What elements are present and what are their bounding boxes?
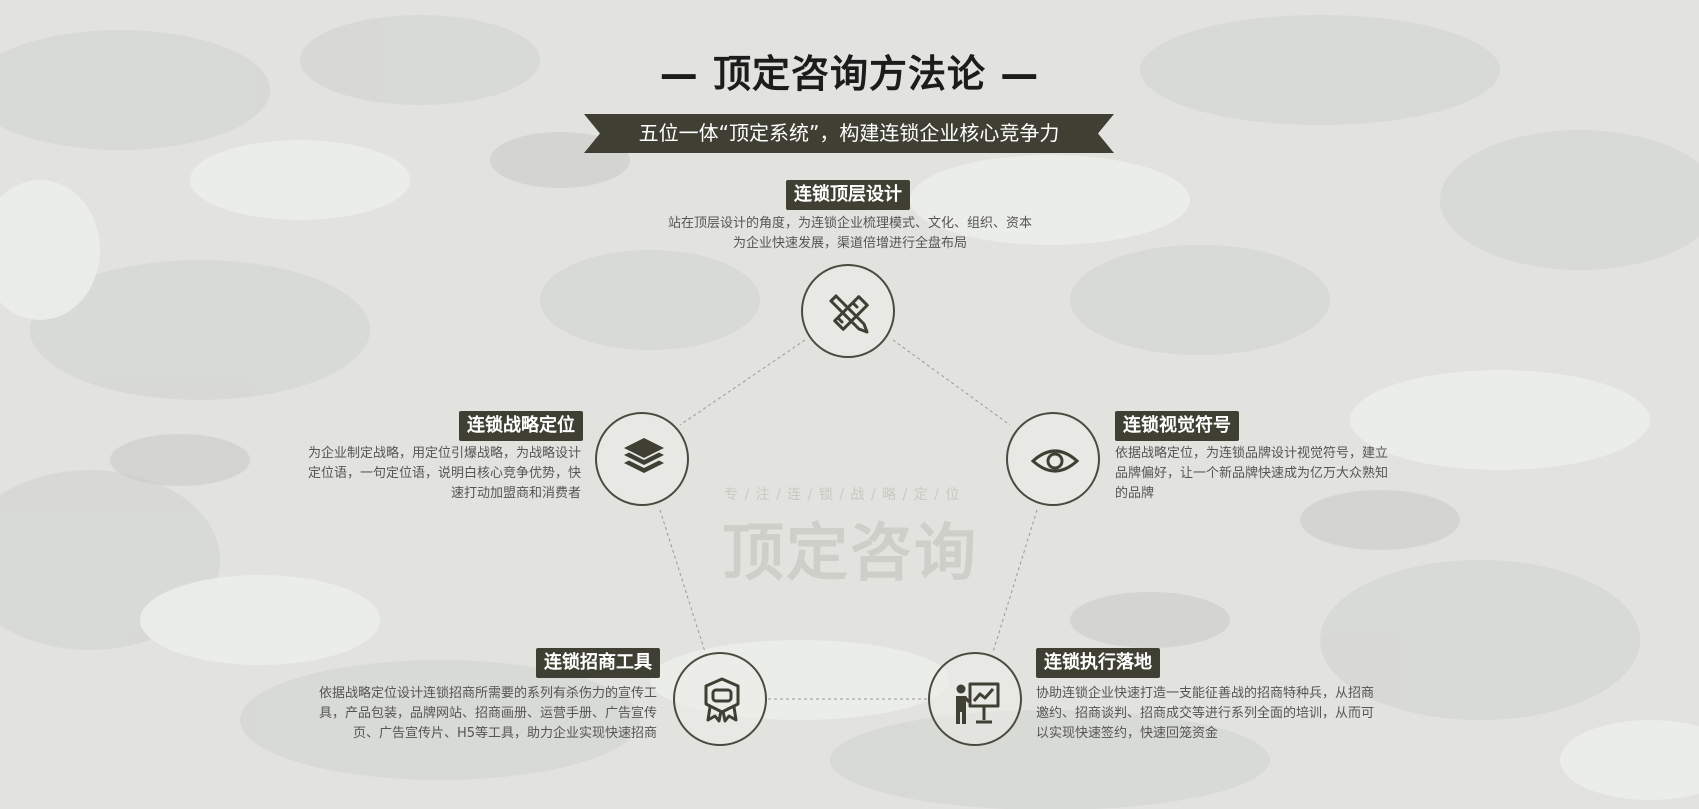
node-top-title: 连锁顶层设计 [786,180,910,210]
badge-icon [704,677,740,723]
node-right-desc-line: 依据战略定位，为连锁品牌设计视觉符号，建立 [1115,446,1389,461]
subtitle-ribbon: 五位一体“顶定系统”，构建连锁企业核心竞争力 [584,114,1114,153]
node-top-description: 站在顶层设计的角度，为连锁企业梳理模式、文化、组织、资本 为企业快速发展，渠道倍… [600,214,1100,254]
node-top-desc-line: 站在顶层设计的角度，为连锁企业梳理模式、文化、组织、资本 [667,216,1032,231]
node-bottom-left-desc-line: 具，产品包装，品牌网站、招商画册、运营手册、广告宣传 [318,706,657,721]
presenter-board-icon [956,682,1000,724]
node-bottom-left-title: 连锁招商工具 [536,648,660,678]
node-right-title: 连锁视觉符号 [1115,411,1239,441]
eye-icon [1030,449,1080,473]
node-bottom-left-desc-line: 页、广告宣传片、H5等工具，助力企业实现快速招商 [352,726,657,741]
subtitle-text: 五位一体“顶定系统”，构建连锁企业核心竞争力 [638,121,1060,145]
node-top-desc-line: 为企业快速发展，渠道倍增进行全盘布局 [732,236,967,251]
ribbon-shape [584,114,1114,153]
pencil-ruler-icon [829,294,869,334]
node-right-circle [1006,412,1100,506]
node-left-description: 为企业制定战略，用定位引爆战略，为战略设计 定位语，一句定位语，说明白核心竞争优… [256,444,581,504]
node-right-desc-line: 的品牌 [1115,486,1155,501]
node-right-desc-line: 品牌偏好，让一个新品牌快速成为亿万大众熟知 [1115,466,1389,481]
page-title: — 顶定咨询方法论 — [659,52,1040,96]
node-left-circle [595,412,689,506]
node-bottom-right-desc-line: 邀约、招商谈判、招商成交等进行系列全面的培训，从而可 [1036,706,1375,721]
layers-icon [624,438,664,473]
node-right-description: 依据战略定位，为连锁品牌设计视觉符号，建立 品牌偏好，让一个新品牌快速成为亿万大… [1115,444,1420,504]
node-bottom-right-title: 连锁执行落地 [1036,648,1160,678]
node-top-circle [801,264,895,358]
node-bottom-right-circle [928,652,1022,746]
node-bottom-right-desc-line: 协助连锁企业快速打造一支能征善战的招商特种兵，从招商 [1036,686,1375,701]
watermark-slogan: 专 / 注 / 连 / 锁 / 战 / 略 / 定 / 位 [724,487,961,503]
node-bottom-left-desc-line: 依据战略定位设计连锁招商所需要的系列有杀伤力的宣传工 [318,686,657,701]
node-bottom-right-description: 协助连锁企业快速打造一支能征善战的招商特种兵，从招商 邀约、招商谈判、招商成交等… [1036,684,1406,744]
node-left-desc-line: 为企业制定战略，用定位引爆战略，为战略设计 [307,446,581,461]
node-bottom-right-desc-line: 以实现快速签约，快速回笼资金 [1036,726,1219,741]
node-left-desc-line: 速打动加盟商和消费者 [450,486,581,501]
node-bottom-left-description: 依据战略定位设计连锁招商所需要的系列有杀伤力的宣传工 具，产品包装，品牌网站、招… [285,684,657,744]
node-bottom-left-circle [673,652,767,746]
node-left-desc-line: 定位语，一句定位语，说明白核心竞争优势，快 [307,466,581,481]
node-left-title: 连锁战略定位 [459,411,583,441]
watermark-brand: 顶定咨询 [721,516,978,589]
